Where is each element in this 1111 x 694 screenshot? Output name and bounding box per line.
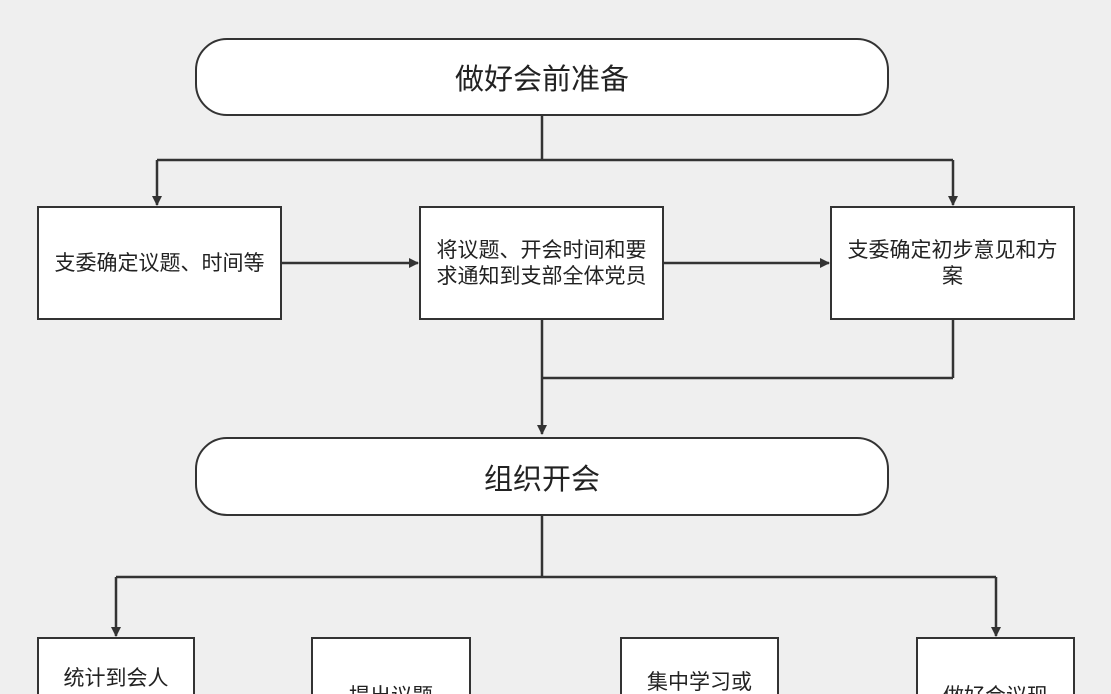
- terminal-prepare: 做好会前准备: [195, 38, 889, 116]
- box-initial-opinion-label: 支委确定初步意见和方案: [847, 237, 1058, 288]
- box-record: 做好会议现: [916, 637, 1075, 694]
- terminal-hold-meeting: 组织开会: [195, 437, 889, 516]
- box-initial-opinion: 支委确定初步意见和方案: [830, 206, 1075, 320]
- box-count-attendance-label: 统计到会人: [63, 666, 169, 690]
- box-confirm-topic-label: 支委确定议题、时间等: [54, 250, 265, 275]
- box-raise-topic: 提出议题: [311, 637, 471, 694]
- box-notify: 将议题、开会时间和要求通知到支部全体党员: [419, 206, 664, 320]
- box-record-label: 做好会议现: [943, 683, 1048, 694]
- box-raise-topic-label: 提出议题: [349, 683, 433, 694]
- box-confirm-topic: 支委确定议题、时间等: [37, 206, 282, 320]
- terminal-hold-meeting-label: 组织开会: [483, 461, 600, 496]
- terminal-prepare-label: 做好会前准备: [454, 62, 629, 96]
- box-count-attendance: 统计到会人: [37, 637, 195, 694]
- box-study-label: 集中学习或: [647, 670, 752, 694]
- box-study: 集中学习或: [620, 637, 779, 694]
- box-notify-label: 将议题、开会时间和要求通知到支部全体党员: [436, 237, 647, 288]
